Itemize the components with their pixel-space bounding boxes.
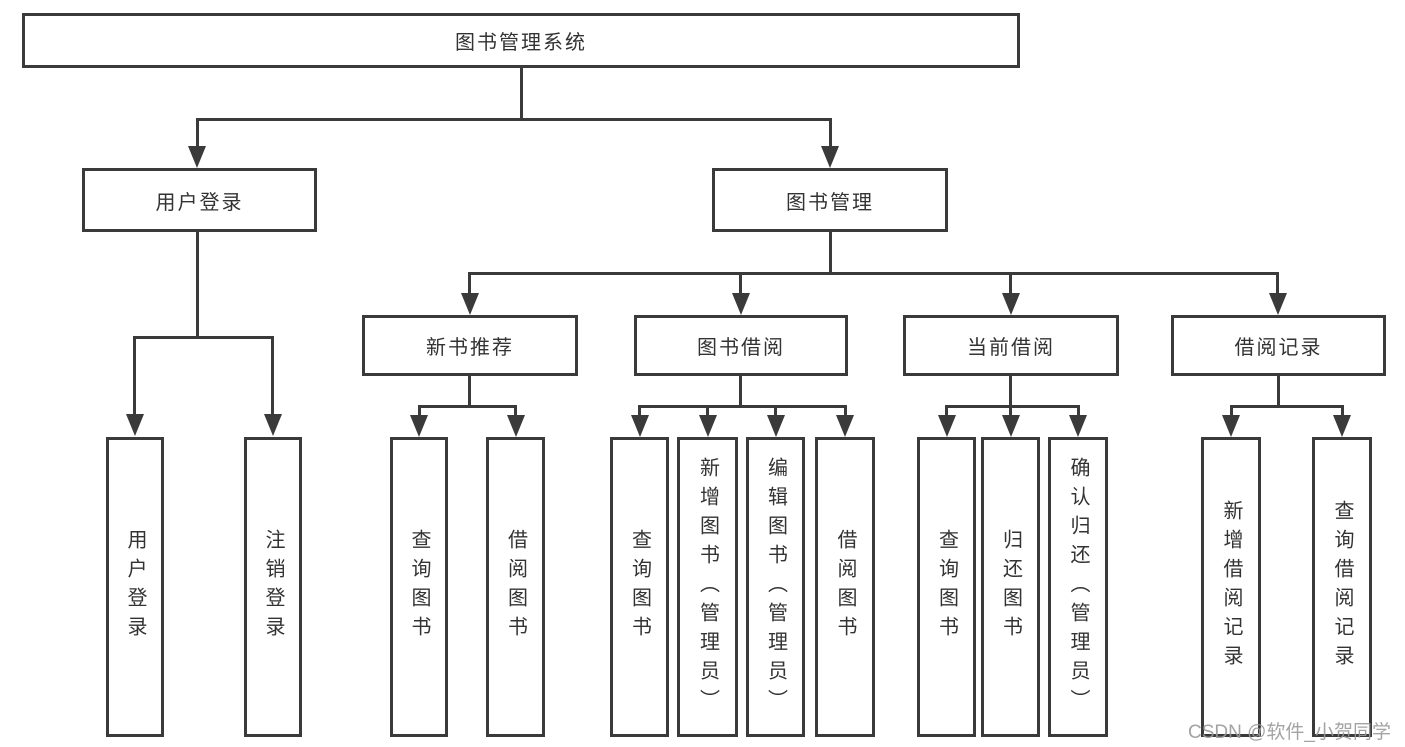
arrowhead-down-icon xyxy=(767,415,785,437)
arrowhead-down-icon xyxy=(836,415,854,437)
connector-line xyxy=(1230,405,1344,408)
leaf-confirm-return-admin: 确认归还（管理员） xyxy=(1048,437,1108,737)
connector-line xyxy=(945,405,1080,408)
connector-line xyxy=(514,405,517,415)
connector-line xyxy=(1009,376,1012,405)
leaf-query-borrow-record: 查询借阅记录 xyxy=(1312,437,1372,737)
connector-line xyxy=(1077,405,1080,415)
node-borrowing-records: 借阅记录 xyxy=(1171,315,1386,376)
node-book-management: 图书管理 xyxy=(712,168,948,232)
leaf-borrow-books-2-label: 借阅图书 xyxy=(834,529,856,645)
arrowhead-down-icon xyxy=(126,414,144,436)
node-new-book-recommend-label: 新书推荐 xyxy=(426,337,514,359)
connector-line xyxy=(706,405,709,415)
arrowhead-down-icon xyxy=(938,415,956,437)
connector-line xyxy=(1009,272,1012,293)
connector-line xyxy=(829,232,832,272)
leaf-query-books-2: 查询图书 xyxy=(610,437,669,737)
arrowhead-down-icon xyxy=(1002,293,1020,315)
connector-line xyxy=(638,405,847,408)
connector-line xyxy=(196,232,199,336)
connector-line xyxy=(196,118,199,146)
connector-line xyxy=(133,336,274,339)
node-user-login-label: 用户登录 xyxy=(155,191,244,214)
arrowhead-down-icon xyxy=(1269,293,1287,315)
node-book-borrowing-label: 图书借阅 xyxy=(697,337,785,359)
arrowhead-down-icon xyxy=(732,293,750,315)
connector-line xyxy=(844,405,847,415)
connector-line xyxy=(1230,405,1233,415)
node-book-borrowing: 图书借阅 xyxy=(634,315,848,376)
node-root: 图书管理系统 xyxy=(22,13,1020,68)
arrowhead-down-icon xyxy=(1222,415,1240,437)
leaf-query-books-1: 查询图书 xyxy=(390,437,448,737)
leaf-return-book-label: 归还图书 xyxy=(999,529,1022,645)
leaf-add-book-admin-label: 新增图书（管理员） xyxy=(696,456,719,718)
leaf-edit-book-admin: 编辑图书（管理员） xyxy=(746,437,805,737)
node-root-label: 图书管理系统 xyxy=(455,32,587,54)
connector-line xyxy=(418,405,517,408)
leaf-confirm-return-admin-label: 确认归还（管理员） xyxy=(1067,456,1089,718)
arrowhead-down-icon xyxy=(188,146,206,168)
leaf-user-login: 用户登录 xyxy=(106,437,164,737)
leaf-query-books-2-label: 查询图书 xyxy=(628,529,651,645)
node-borrowing-records-label: 借阅记录 xyxy=(1234,337,1323,359)
connector-line xyxy=(739,376,742,405)
arrowhead-down-icon xyxy=(1333,415,1351,437)
connector-line xyxy=(638,405,641,415)
connector-line xyxy=(468,272,1279,275)
arrowhead-down-icon xyxy=(1002,415,1020,437)
arrowhead-down-icon xyxy=(821,146,839,168)
connector-line xyxy=(468,272,471,293)
connector-line xyxy=(1009,405,1012,415)
leaf-logout: 注销登录 xyxy=(244,437,302,737)
leaf-borrow-books-2: 借阅图书 xyxy=(815,437,875,737)
arrowhead-down-icon xyxy=(264,414,282,436)
arrowhead-down-icon xyxy=(699,415,717,437)
leaf-borrow-books-1-label: 借阅图书 xyxy=(504,529,527,645)
connector-line xyxy=(1341,405,1344,415)
node-new-book-recommend: 新书推荐 xyxy=(362,315,578,376)
leaf-return-book: 归还图书 xyxy=(981,437,1040,737)
arrowhead-down-icon xyxy=(410,415,428,437)
node-current-borrowing-label: 当前借阅 xyxy=(967,337,1055,359)
leaf-add-book-admin: 新增图书（管理员） xyxy=(677,437,738,737)
node-current-borrowing: 当前借阅 xyxy=(903,315,1119,376)
csdn-watermark: CSDN @软件_小贺同学 xyxy=(1188,722,1391,743)
leaf-query-books-3-label: 查询图书 xyxy=(935,529,958,645)
leaf-add-borrow-record: 新增借阅记录 xyxy=(1201,437,1261,737)
connector-line xyxy=(945,405,948,415)
leaf-query-books-1-label: 查询图书 xyxy=(408,529,430,645)
connector-line xyxy=(418,405,421,415)
leaf-query-books-3: 查询图书 xyxy=(917,437,976,737)
connector-line xyxy=(829,118,832,146)
arrowhead-down-icon xyxy=(1069,415,1087,437)
leaf-edit-book-admin-label: 编辑图书（管理员） xyxy=(764,456,787,718)
connector-line xyxy=(774,405,777,415)
connector-line xyxy=(1276,272,1279,293)
connector-line xyxy=(196,118,832,121)
arrowhead-down-icon xyxy=(507,415,525,437)
connector-line xyxy=(1277,376,1280,405)
leaf-logout-label: 注销登录 xyxy=(262,529,284,645)
arrowhead-down-icon xyxy=(461,293,479,315)
node-user-login: 用户登录 xyxy=(82,168,317,232)
connector-line xyxy=(133,336,136,414)
connector-line xyxy=(271,336,274,414)
connector-line xyxy=(468,376,471,405)
connector-line xyxy=(739,272,742,293)
leaf-borrow-books-1: 借阅图书 xyxy=(486,437,545,737)
connector-line xyxy=(520,68,523,118)
node-book-management-label: 图书管理 xyxy=(786,191,874,214)
arrowhead-down-icon xyxy=(631,415,649,437)
leaf-user-login-label: 用户登录 xyxy=(124,529,146,645)
leaf-query-borrow-record-label: 查询借阅记录 xyxy=(1331,500,1353,674)
leaf-add-borrow-record-label: 新增借阅记录 xyxy=(1220,500,1242,674)
